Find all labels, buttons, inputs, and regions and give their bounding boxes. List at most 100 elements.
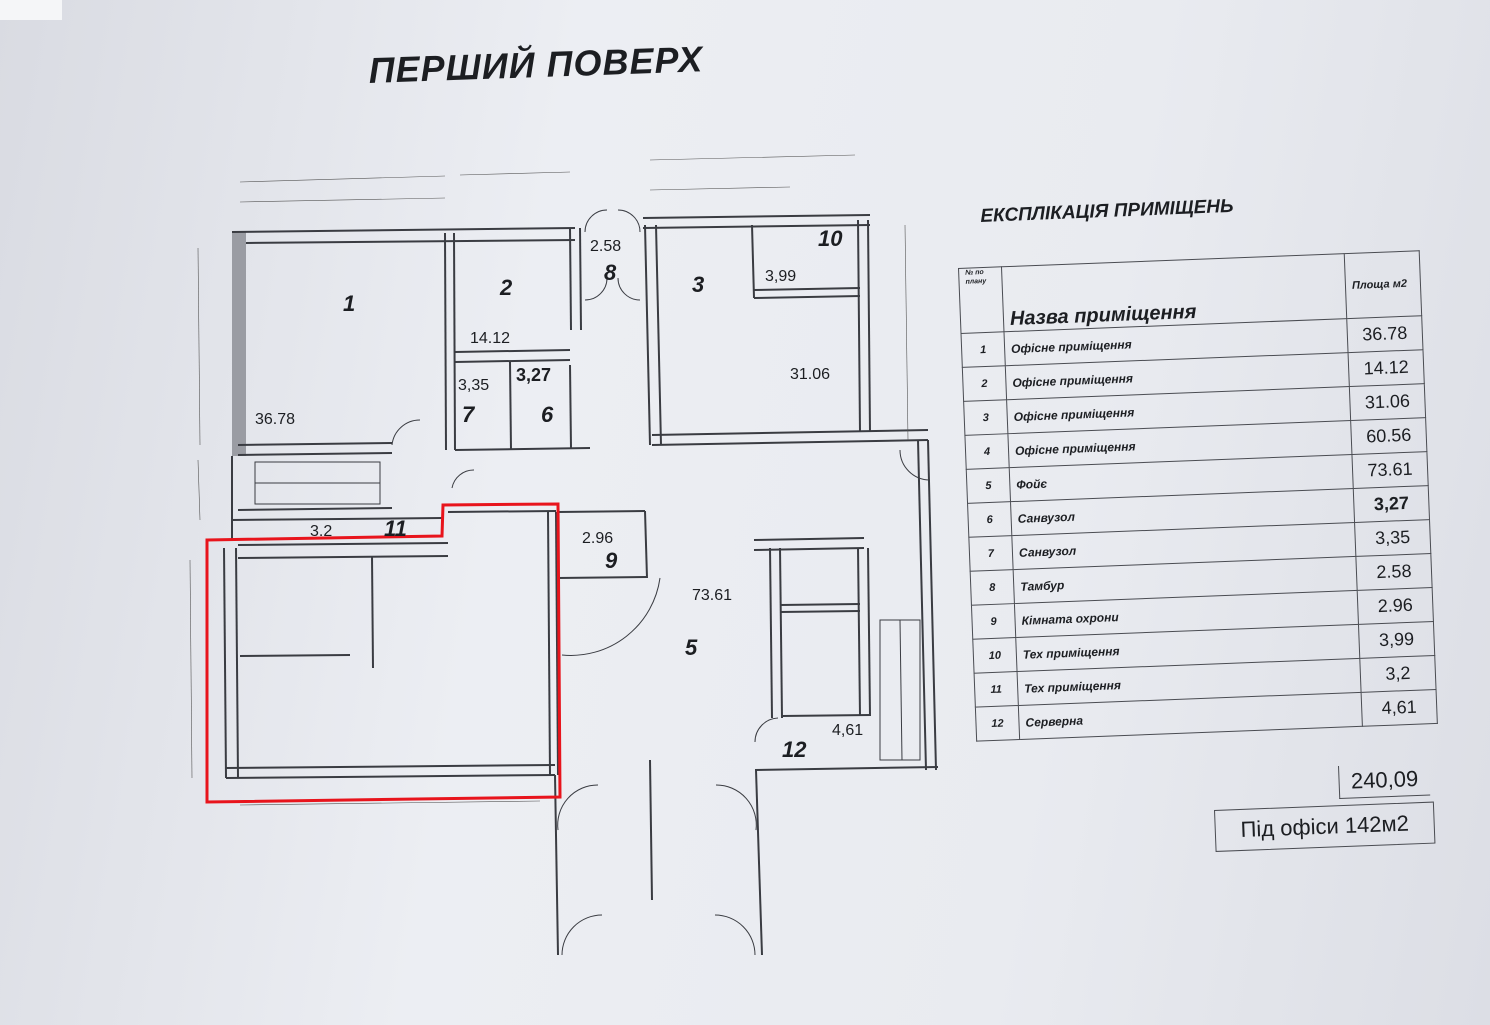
col-header-area: Площа м2 [1344, 250, 1422, 319]
wall-room12-bottom [754, 766, 939, 771]
wall-office4-bottom [225, 774, 556, 779]
room-number-10: 10 [818, 226, 843, 251]
wall-entrance-left [554, 774, 559, 956]
row-number: 5 [966, 467, 1011, 504]
row-number: 8 [970, 569, 1015, 606]
room-number-5: 5 [685, 635, 698, 660]
wall-wc-bottom [454, 447, 591, 451]
room-number-11: 11 [384, 516, 407, 541]
wall-room2-right [569, 227, 572, 331]
dim-top-2 [239, 197, 446, 203]
wall-room1-bottom-b [237, 452, 393, 456]
wall-office4-bottom-b [225, 764, 556, 769]
wall-corridor-top [237, 507, 393, 511]
door-tambur-mid-b [617, 277, 641, 301]
floor-plan: 36.78 14.12 31.06 73.61 3,27 3,35 2.58 2… [189, 154, 939, 956]
wall-service-mid-b [779, 610, 861, 613]
wall-room3-left [644, 224, 651, 446]
row-number: 3 [963, 399, 1008, 436]
dim-left-2 [197, 459, 201, 521]
door-room1 [391, 419, 421, 446]
area-room-6: 3,27 [516, 365, 551, 385]
door-foyer-right [899, 449, 931, 481]
room-number-12: 12 [782, 737, 807, 762]
wall-entrance-right [755, 769, 763, 956]
offices-note: Під офіси 142м2 [1214, 801, 1436, 852]
door-tambur-top [584, 209, 608, 233]
wall-service-right [857, 547, 861, 717]
wall-right-outer-b [917, 439, 927, 771]
wall-wc-divider [509, 361, 512, 451]
area-room-11: 3.2 [310, 523, 332, 540]
door-tambur-top-b [617, 209, 641, 233]
wall-top-left [231, 227, 576, 233]
dim-top-1 [239, 175, 446, 183]
wall-room1-right-b [453, 232, 456, 451]
area-room-3: 31.06 [790, 366, 830, 383]
wall-room1-bottom [237, 442, 393, 446]
dim-top-3 [459, 171, 571, 176]
explication-title: ЕКСПЛІКАЦІЯ ПРИМІЩЕНЬ [980, 195, 1234, 227]
area-room-8: 2.58 [590, 238, 621, 255]
wall-service-mid [779, 603, 861, 606]
wall-room9-right [644, 510, 648, 579]
area-room-5: 73.61 [692, 587, 732, 604]
stairs-right-mid [899, 619, 903, 761]
door-entry-bottom-right [714, 914, 756, 956]
wall-service-top-b [753, 547, 865, 551]
wall-office4-left [223, 547, 227, 779]
room-number-3: 3 [692, 272, 704, 297]
dim-left-3 [189, 559, 193, 779]
room-number-9: 9 [605, 548, 618, 573]
row-area: 2.58 [1355, 553, 1433, 591]
wall-room10-left [751, 224, 755, 299]
doors [391, 209, 931, 956]
row-area: 60.56 [1350, 417, 1427, 455]
wall-room2-right-b [579, 227, 582, 331]
room-number-8: 8 [604, 260, 617, 285]
door-corridor [451, 469, 475, 489]
area-room-1: 36.78 [255, 411, 295, 428]
room-number-2: 2 [499, 275, 513, 300]
row-number: 10 [972, 637, 1018, 674]
wall-service-left [769, 547, 773, 719]
row-area: 3,99 [1358, 621, 1435, 659]
wall-room3-top [642, 214, 871, 219]
dim-bottom-1 [239, 800, 541, 806]
row-area: 36.78 [1346, 315, 1423, 353]
wall-room9-bottom [557, 576, 648, 579]
col-header-number: № по плану [958, 266, 1004, 334]
row-number: 2 [962, 365, 1007, 402]
room-number-7: 7 [462, 402, 476, 427]
area-room-2: 14.12 [470, 330, 510, 347]
wall-room3-bottom-b [651, 429, 929, 436]
wall-office4-left-b [235, 547, 239, 779]
stairs-left [254, 461, 381, 505]
wall-room3-top-b [642, 224, 871, 229]
door-foyer-arc [561, 577, 661, 656]
door-entry-left [557, 784, 599, 831]
row-number: 6 [967, 501, 1012, 538]
dim-right-1 [904, 224, 909, 441]
highlighted-office-4 [205, 502, 562, 804]
wall-room3-right-b [867, 219, 871, 433]
dim-top-4 [649, 154, 856, 161]
door-entry-right [715, 784, 757, 831]
door-tambur-mid [584, 277, 608, 301]
wall-room3-right [857, 219, 861, 433]
dimension-lines [189, 154, 909, 806]
room-number-6: 6 [541, 402, 554, 427]
row-area: 3,35 [1354, 519, 1431, 557]
row-area: 73.61 [1351, 451, 1429, 489]
area-room-12: 4,61 [832, 722, 863, 739]
wall-room2-bottom-b [454, 359, 571, 363]
wall-room9-top [557, 510, 646, 513]
door-room12 [754, 717, 779, 743]
row-number: 1 [961, 331, 1006, 368]
row-area: 3,27 [1353, 485, 1430, 523]
wall-office4-top-b [237, 555, 449, 559]
row-area: 3,2 [1359, 655, 1437, 693]
row-number: 7 [968, 535, 1014, 572]
wall-service-left-b [779, 547, 783, 719]
